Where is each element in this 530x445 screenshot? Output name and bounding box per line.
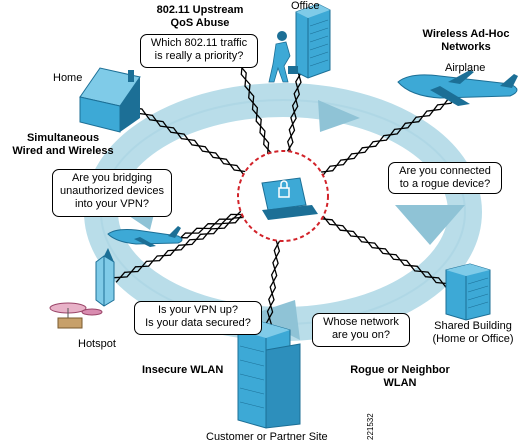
airplane-icon <box>397 70 518 106</box>
walking-person-icon <box>268 31 298 83</box>
house-icon <box>79 67 141 133</box>
small-airplane-icon <box>107 226 183 247</box>
hotspot-cafe-icon <box>49 248 115 329</box>
center-laptop-group <box>237 150 329 242</box>
insecure-wlan-label: Insecure WLAN <box>142 364 224 376</box>
callout-vpn-status: Is your VPN up?Is your data secured? <box>134 301 262 335</box>
customer-site-label: Customer or Partner Site <box>206 431 328 443</box>
ring-arrowhead-top <box>318 100 360 132</box>
shared-building-icon <box>445 263 491 321</box>
figure-id: 221532 <box>366 413 375 440</box>
shared-building-label: Shared Building(Home or Office) <box>432 320 514 345</box>
home-label: Home <box>53 72 83 84</box>
hotspot-label: Hotspot <box>78 338 116 350</box>
skyscraper-icon <box>237 321 301 429</box>
ring-arrowhead-right <box>395 205 465 245</box>
office-label: Office <box>291 0 320 12</box>
airplane-label: Airplane <box>445 62 486 74</box>
office-building-icon <box>295 3 331 79</box>
laptop-lock-icon <box>261 177 318 220</box>
